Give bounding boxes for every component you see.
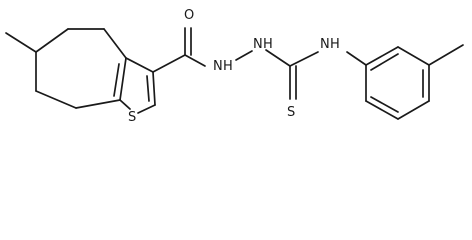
thiophene-double-bond-inner	[146, 75, 150, 102]
ring-bond	[103, 28, 127, 59]
benzene-inner-bond	[370, 53, 399, 71]
hydrazide-n-label: N	[213, 59, 223, 74]
fused-bond-inner	[113, 63, 120, 97]
thiophene-bond	[152, 71, 156, 106]
thioamide-h-label: H	[330, 37, 340, 52]
aryl-n-bond	[346, 51, 367, 66]
hydrazide-n2-label: N	[253, 37, 263, 52]
thiophene-bond	[137, 104, 156, 114]
thiophene-bond	[119, 99, 131, 110]
ring-bond	[35, 90, 77, 109]
benzene-bond	[397, 46, 430, 66]
benzene-inner-bond	[370, 96, 399, 113]
amide-bond	[152, 54, 186, 73]
ring-bond	[75, 99, 121, 109]
hydrazide-h-label: H	[223, 59, 233, 74]
hydrazide-h2-label: H	[263, 37, 273, 52]
fused-bond	[119, 57, 127, 101]
methyl-bond	[428, 44, 464, 66]
chemical-structure: O N H N H N H S S	[5, 8, 464, 125]
bond-lines	[5, 27, 464, 120]
thiourea-bond	[265, 49, 291, 67]
n-n-bond	[235, 50, 253, 61]
benzene-bond	[397, 100, 430, 120]
carbonyl-oxygen-label: O	[184, 8, 194, 23]
thioamide-n-label: N	[320, 37, 330, 52]
atom-labels: O N H N H N H S S	[128, 8, 340, 125]
methyl-bond	[5, 32, 37, 53]
benzene-bond	[365, 46, 399, 66]
thiophene-sulfur-label: S	[128, 110, 136, 125]
thiophene-bond	[125, 57, 154, 73]
ring-bond	[35, 28, 69, 53]
amide-n-bond	[184, 54, 206, 67]
thiourea-bond	[289, 51, 319, 67]
thione-sulfur-label: S	[287, 105, 295, 120]
benzene-bond	[365, 100, 399, 120]
